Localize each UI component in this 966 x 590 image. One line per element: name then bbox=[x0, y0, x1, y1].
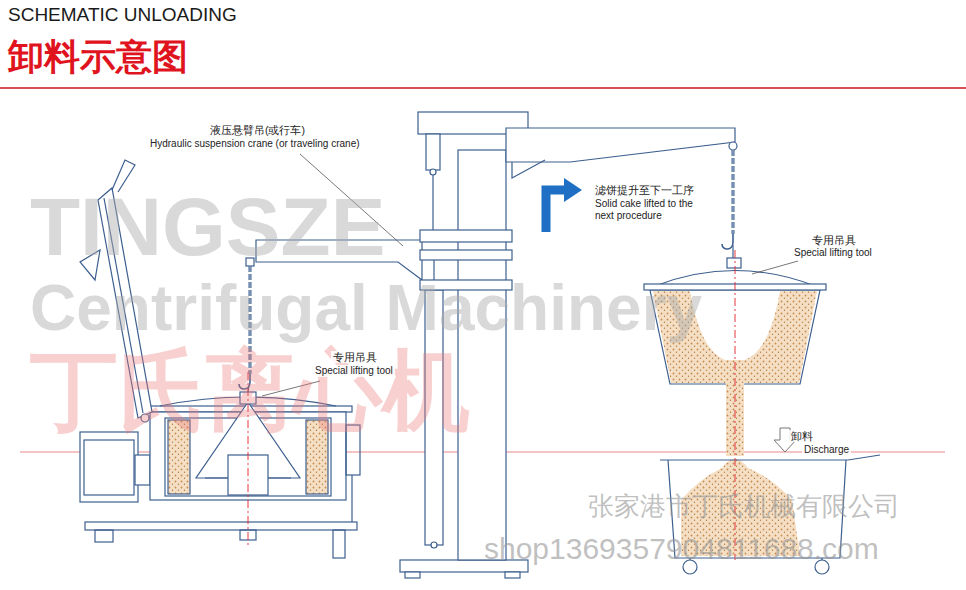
watermark: 张家港市丁氏机械有限公司 bbox=[588, 492, 900, 522]
header-rule bbox=[0, 87, 966, 89]
tool-label-en: Special lifting tool bbox=[313, 365, 395, 377]
crane-label-en: Hydraulic suspension crane (or traveling… bbox=[148, 138, 362, 150]
watermark: Centrifugal Machinery bbox=[30, 272, 702, 346]
title-zh: 卸料示意图 bbox=[8, 36, 188, 77]
tool-label-zh: 专用吊具 bbox=[331, 351, 379, 363]
tool-label-en: Special lifting tool bbox=[792, 247, 874, 259]
watermark: TINGSZE bbox=[30, 180, 385, 274]
tool-label-zh: 专用吊具 bbox=[810, 234, 858, 246]
lift-arrow bbox=[546, 178, 582, 232]
watermark: 丁氏离心机 bbox=[30, 340, 470, 441]
watermark: shop1369357904811688.com bbox=[484, 532, 879, 567]
lift-label-en: Solid cake lifted to the next procedure bbox=[593, 198, 697, 221]
title-en: SCHEMATIC UNLOADING bbox=[8, 4, 237, 26]
crane-label-zh: 液压悬臂吊(或行车) bbox=[208, 124, 307, 136]
lift-label-zh: 滤饼提升至下一工序 bbox=[593, 184, 696, 196]
discharge-label-zh: 卸料 bbox=[789, 430, 815, 442]
discharge-label-en: Discharge bbox=[802, 444, 851, 456]
